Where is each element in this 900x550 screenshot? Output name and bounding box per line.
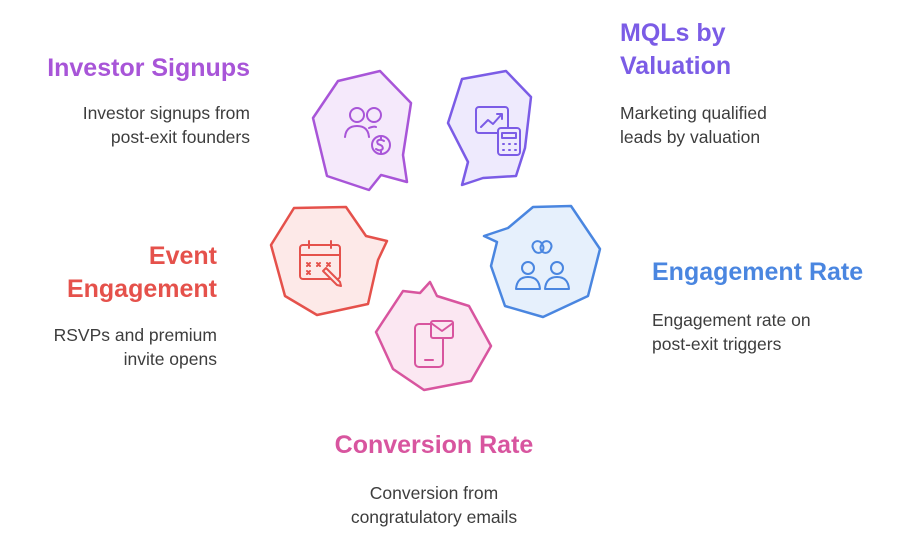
event-engagement-description: RSVPs and premium invite opens [20,323,217,371]
mqls-by-valuation-title: MQLs by Valuation [620,17,860,83]
title-line: MQLs by [620,19,726,47]
calendar-pen-icon [299,240,342,287]
conversion-rate-description: Conversion from congratulatory emails [284,481,584,529]
mqls-by-valuation-description: Marketing qualified leads by valuation [620,101,860,149]
description-line: Investor signups from [82,103,250,123]
phone-mail-icon [414,320,454,368]
investor-signups-description: Investor signups from post-exit founders [20,101,250,149]
engagement-rate-title: Engagement Rate [652,258,864,286]
description-line: post-exit founders [110,127,250,147]
engagement-rate-description: Engagement rate on post-exit triggers [652,308,892,356]
event-engagement-title: Event Engagement [20,240,217,306]
description-line: leads by valuation [620,127,761,147]
description-line: invite opens [123,349,217,369]
title-line: Engagement [66,275,217,303]
description-line: RSVPs and premium [53,325,217,345]
title-line: Valuation [620,52,732,80]
description-line: post-exit triggers [652,334,782,354]
title-line: Event [148,242,217,270]
people-dollar-icon [344,107,391,155]
investor-signups-hexagon [311,69,413,192]
event-engagement-hexagon [269,205,389,317]
investor-signups-title: Investor Signups [47,54,250,82]
chart-calculator-icon [475,106,521,156]
description-line: Marketing qualified [620,103,767,123]
description-line: congratulatory emails [350,507,518,527]
linked-people-icon [515,240,570,290]
mqls-by-valuation-hexagon [446,69,533,187]
description-line: Engagement rate on [652,310,811,330]
description-line: Conversion from [369,483,499,503]
engagement-rate-hexagon [482,204,602,319]
conversion-rate-hexagon [374,280,493,392]
conversion-rate-title: Conversion Rate [334,431,534,459]
